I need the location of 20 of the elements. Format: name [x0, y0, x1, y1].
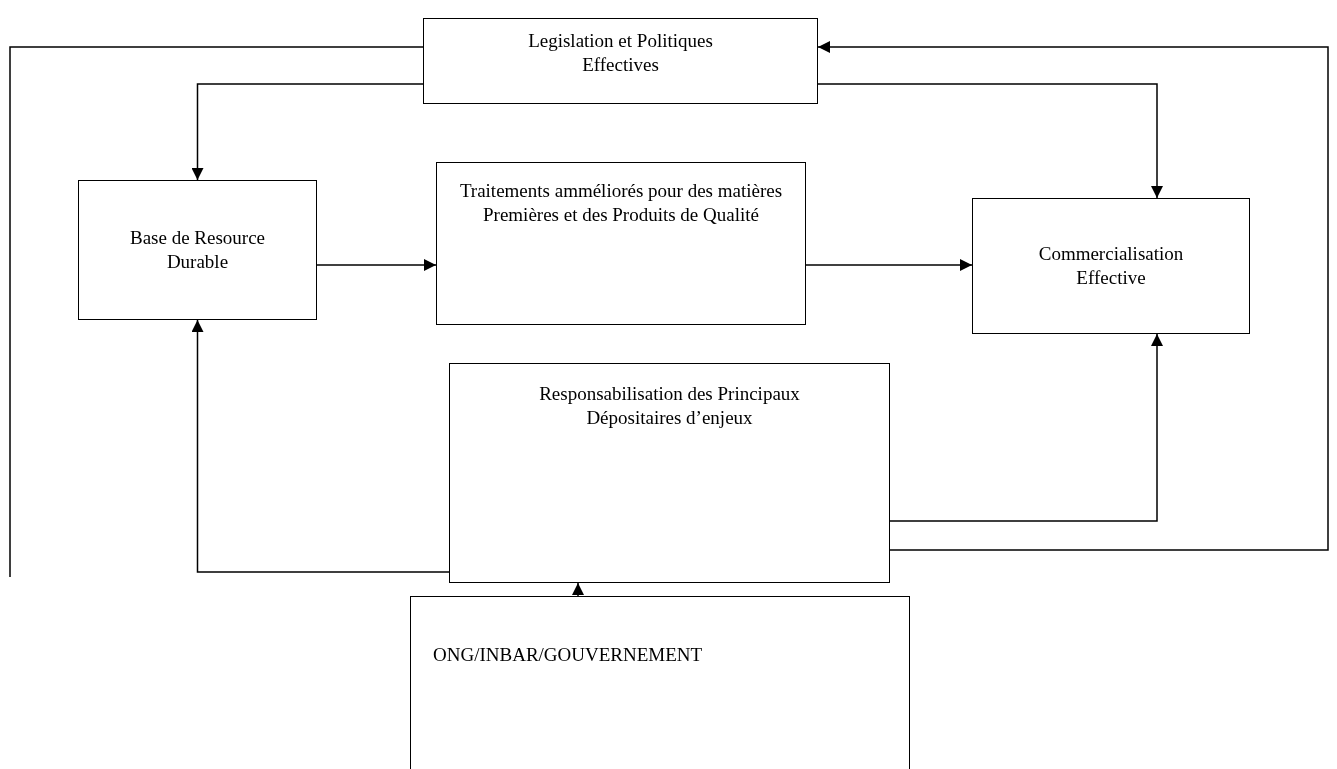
box-label: Base de Resource Durable	[128, 226, 267, 274]
box-label: Commercialisation Effective	[1037, 242, 1185, 290]
process-box	[78, 180, 317, 320]
box-label: Traitements amméliorés pour des matières Premières et des Produits de Qualité	[459, 179, 783, 227]
process-box	[410, 596, 910, 769]
arrow	[817, 41, 1329, 551]
box-label: Responsabilisation des Principaux Dépositaires d’enjeux	[538, 382, 801, 430]
arrow	[889, 333, 1163, 522]
process-box	[972, 198, 1250, 334]
arrow	[572, 582, 584, 597]
process-box	[436, 162, 806, 325]
box-label: Legislation et Politiques Effectives	[527, 29, 714, 77]
process-box	[449, 363, 890, 583]
arrow	[191, 319, 450, 573]
arrow	[805, 259, 973, 271]
box-label: ONG/INBAR/GOUVERNEMENT	[433, 643, 703, 667]
process-box	[423, 18, 818, 104]
arrow	[817, 83, 1163, 199]
arrow	[316, 259, 437, 271]
arrow	[191, 83, 424, 181]
